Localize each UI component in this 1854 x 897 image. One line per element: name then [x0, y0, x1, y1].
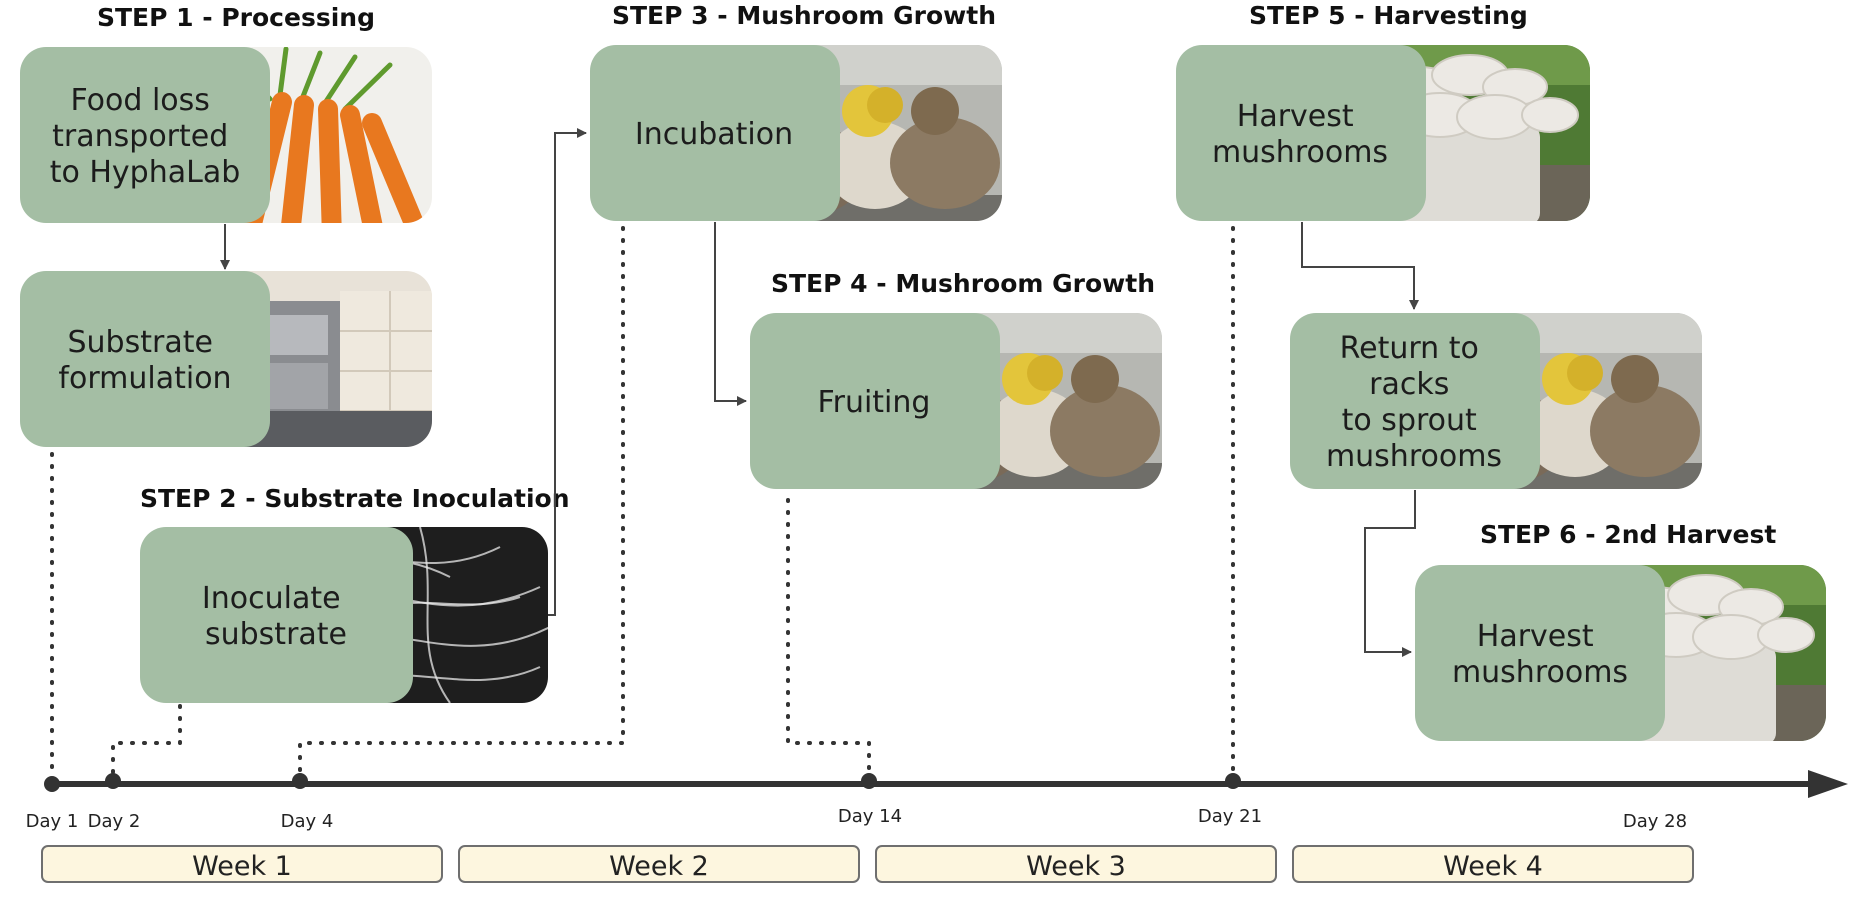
dotted-leader-day2 [111, 704, 182, 780]
substrate-line: formulation [58, 361, 231, 396]
harvest-box-1 [1176, 45, 1426, 221]
day-label: Day 4 [281, 811, 334, 832]
substrate-box [20, 271, 270, 447]
substrate-label: Substrate formulation [58, 325, 231, 396]
timeline-arrow-icon [1808, 770, 1848, 798]
harvest-box-2 [1415, 565, 1665, 741]
inoculate-label: Inoculate substrate [202, 581, 350, 652]
step6-title: STEP 6 - 2nd Harvest [1480, 520, 1776, 549]
return-label: Return to racks to sprout mushrooms [1326, 331, 1502, 474]
return-line: Return to [1340, 331, 1479, 366]
harvest-1-label: Harvest mushrooms [1212, 99, 1388, 170]
week-label: Week 4 [1443, 851, 1543, 882]
return-line: mushrooms [1326, 439, 1502, 474]
day-marker [44, 776, 60, 792]
harvest-1-line: Harvest [1237, 99, 1354, 134]
week-bar [41, 845, 443, 883]
inoculate-line: Inoculate [202, 581, 341, 616]
day-label: Day 14 [838, 806, 902, 827]
day-marker [292, 773, 308, 789]
step1-title: STEP 1 - Processing [97, 3, 375, 32]
harvest-2-line: mushrooms [1452, 655, 1628, 690]
day-marker [861, 773, 877, 789]
return-line: to sprout [1342, 403, 1477, 438]
arrow-return-to-harvest2 [1364, 490, 1416, 657]
week-bar [875, 845, 1277, 883]
food-loss-line: transported [52, 119, 228, 154]
inoculate-line: substrate [205, 617, 347, 652]
week-bar [458, 845, 860, 883]
week-bar [1292, 845, 1694, 883]
week-label: Week 3 [1026, 851, 1126, 882]
return-box [1290, 313, 1540, 489]
incubation-label: Incubation [635, 117, 793, 152]
day-label: Day 1 [26, 811, 79, 832]
step3-title: STEP 3 - Mushroom Growth [612, 1, 996, 30]
day-label: Day 28 [1623, 811, 1687, 832]
harvest-2-label: Harvest mushrooms [1452, 619, 1628, 690]
day-markers [44, 773, 1241, 792]
substrate-line: Substrate [68, 325, 213, 360]
day-marker [1225, 773, 1241, 789]
arrow-inoculate-to-incubation [548, 128, 587, 616]
food-loss-label: Food loss transported to HyphaLab [50, 83, 241, 190]
step5-title: STEP 5 - Harvesting [1249, 1, 1528, 30]
fruiting-label: Fruiting [818, 385, 931, 420]
fruiting-box [750, 313, 1000, 489]
arrow-incubation-to-fruiting [714, 222, 747, 406]
step2-title: STEP 2 - Substrate Inoculation [140, 484, 570, 513]
inoculate-box [140, 527, 413, 703]
step4-title: STEP 4 - Mushroom Growth [771, 269, 1155, 298]
week-label: Week 2 [609, 851, 709, 882]
dotted-leader-day14 [786, 498, 871, 780]
harvest-2-line: Harvest [1477, 619, 1594, 654]
incubation-box [590, 45, 840, 221]
week-bars: Week 1 Week 2 Week 3 Week 4 [41, 845, 1694, 883]
food-loss-box [20, 47, 270, 223]
food-loss-line: Food loss [71, 83, 210, 118]
day-label: Day 2 [88, 811, 141, 832]
week-label: Week 1 [192, 851, 292, 882]
day-marker [105, 773, 121, 789]
food-loss-line: to HyphaLab [50, 155, 241, 190]
return-line: racks [1369, 367, 1449, 402]
harvest-1-line: mushrooms [1212, 135, 1388, 170]
day-label: Day 21 [1198, 806, 1262, 827]
arrow-harvest-to-return [1301, 222, 1419, 310]
